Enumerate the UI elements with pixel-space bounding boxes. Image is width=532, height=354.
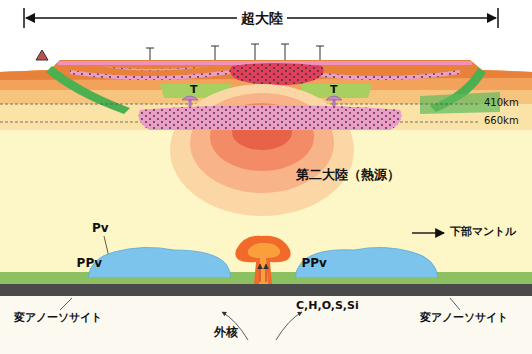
rock-label: 変アノーソサイト — [14, 312, 102, 325]
ppv-blob — [84, 244, 232, 278]
phase-label: PPv — [77, 256, 102, 270]
t-marker: T — [190, 84, 198, 97]
ppv-region: PPv — [294, 244, 442, 278]
heat-source-label: 第二大陸（熱源） — [296, 168, 400, 183]
central-plume — [235, 236, 290, 284]
volcano-icons — [36, 44, 324, 60]
span-arrow — [24, 8, 498, 28]
depth-label: 410km — [484, 97, 519, 109]
core-mantle-boundary — [0, 284, 532, 296]
element-label: C,H,O,S,Si — [296, 300, 359, 313]
ppv-region: PPv — [84, 244, 232, 278]
phase-label: PPv — [301, 256, 326, 270]
region-label: 下部マントル — [450, 226, 516, 239]
phase-label: Pv — [92, 222, 109, 236]
region-label: 外核 — [214, 326, 238, 340]
t-marker: T — [330, 84, 338, 97]
supercontinent-label: 超大陸 — [237, 10, 287, 26]
depth-label: 660km — [484, 115, 519, 127]
heat-source — [139, 84, 402, 216]
leader-lines — [60, 233, 460, 340]
outer-core — [0, 296, 532, 354]
rock-label: 変アノーソサイト — [420, 312, 508, 325]
